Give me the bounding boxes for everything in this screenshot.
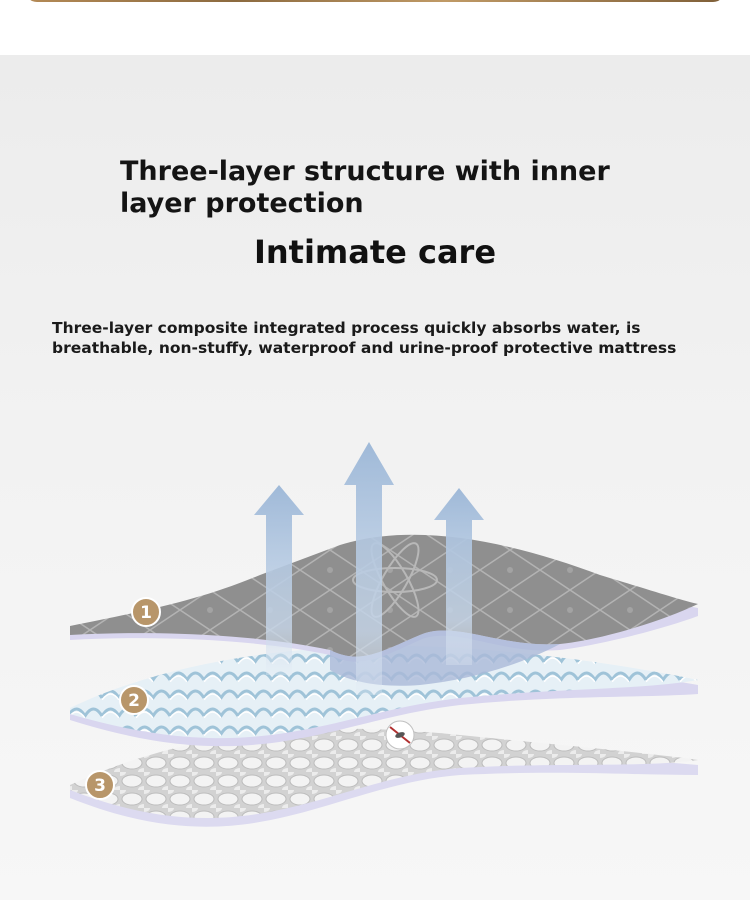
- layer-2: [70, 645, 698, 750]
- headline: Three-layer structure with inner layer p…: [120, 156, 610, 219]
- layer-2-surface: [70, 645, 698, 739]
- top-strip: [0, 0, 750, 55]
- layer-3-badge-number: 3: [94, 776, 106, 796]
- layer-1-surface: [70, 534, 698, 657]
- arrow-center: [344, 442, 394, 695]
- description: Three-layer composite integrated process…: [52, 319, 677, 357]
- arrow-left: [254, 485, 304, 675]
- layer-2-badge: 2: [119, 685, 149, 715]
- layer-1-badge: 1: [131, 597, 161, 627]
- layer-3-badge: 3: [85, 770, 115, 800]
- mosquito-icon: [385, 720, 415, 750]
- layer-1-underside: [330, 630, 560, 686]
- layer-3: [70, 728, 698, 827]
- layer-1-badge-number: 1: [140, 603, 152, 623]
- arrow-right: [434, 488, 484, 665]
- layer-1: [70, 534, 698, 686]
- layer-2-badge-number: 2: [128, 691, 140, 711]
- subheadline: Intimate care: [253, 233, 497, 271]
- layer-3-surface: [70, 728, 698, 819]
- layer-structure-illustration: 1 2 3: [70, 442, 698, 827]
- previous-image-edge: [25, 0, 725, 2]
